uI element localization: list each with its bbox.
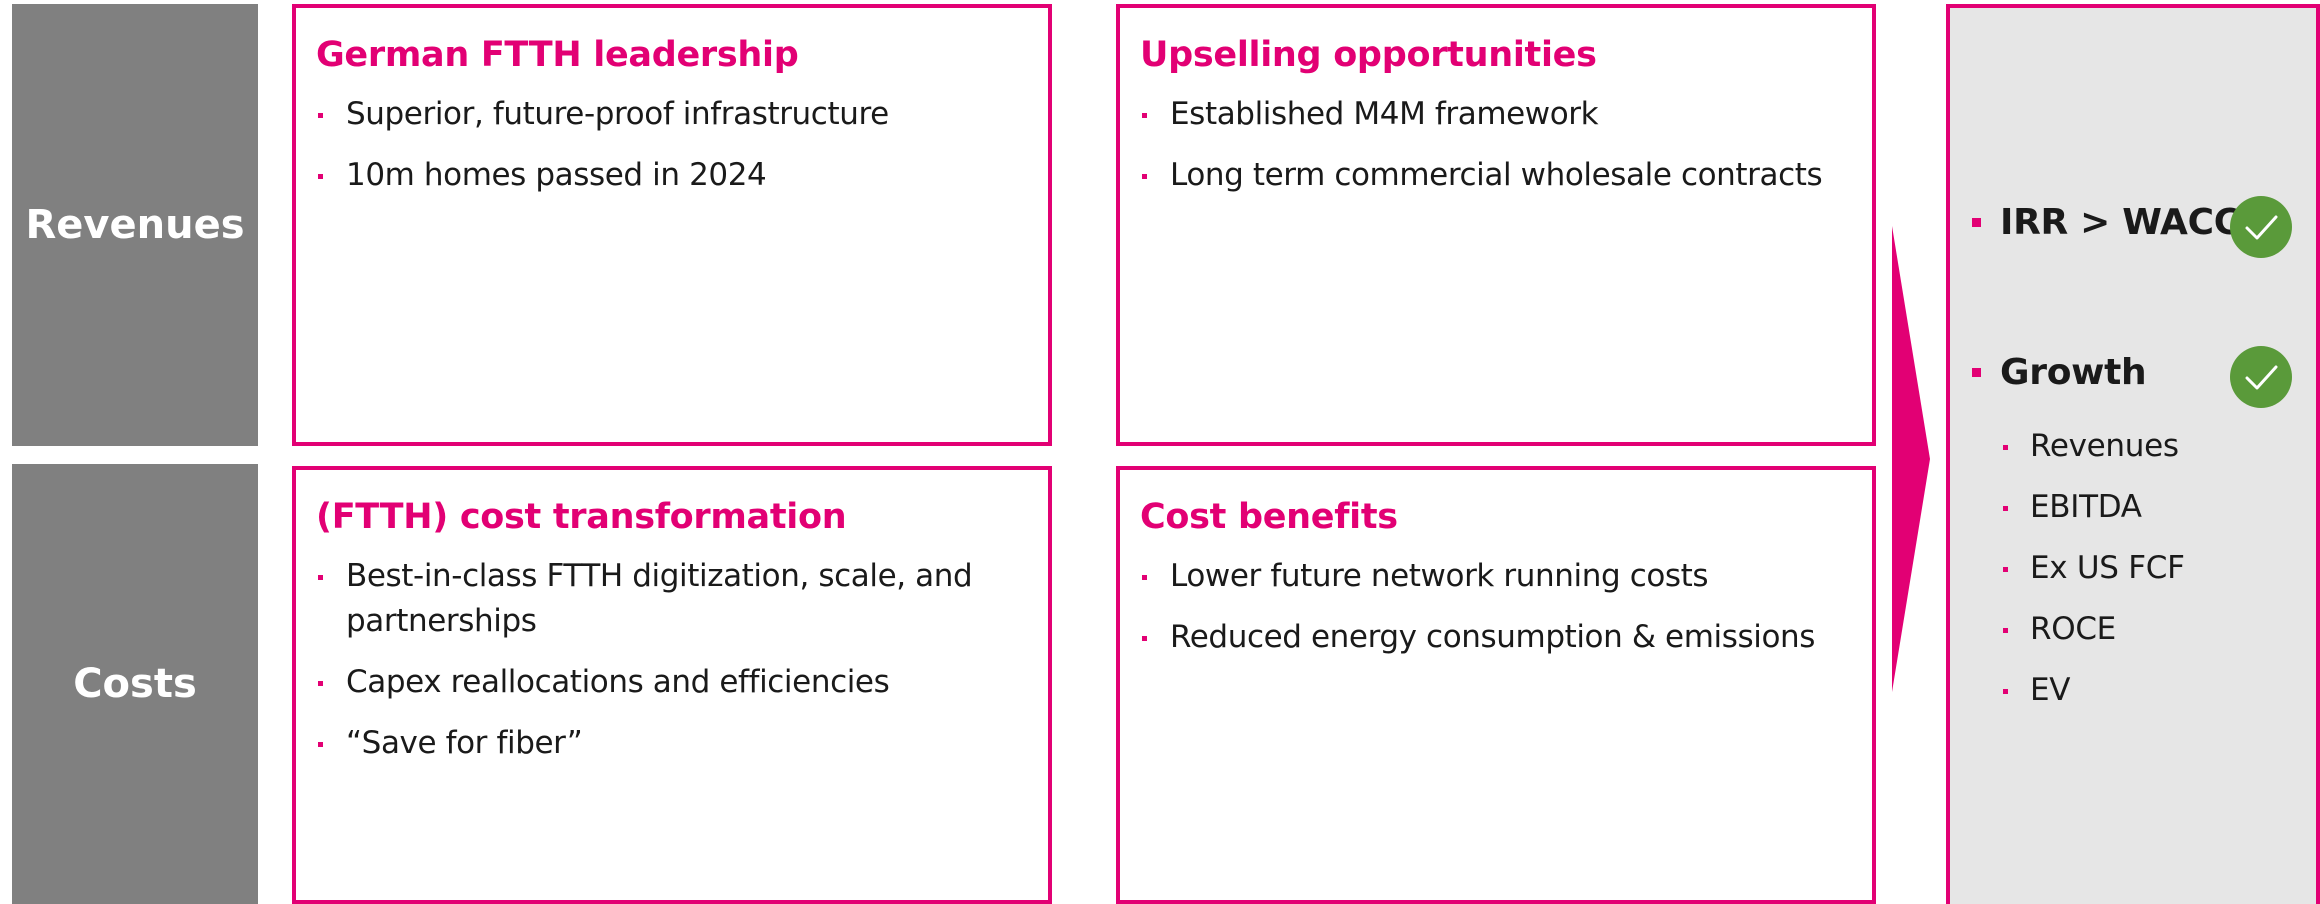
list-item: 10m homes passed in 2024 (316, 153, 1026, 198)
checkmark-icon (2230, 346, 2292, 408)
list-item: Lower future network running costs (1140, 554, 1850, 599)
list-item: Reduced energy consumption & emissions (1140, 615, 1850, 660)
box-title: Upselling opportunities (1140, 35, 1597, 75)
row-label-costs: Costs (12, 464, 258, 904)
bullet-list: Best-in-class FTTH digitization, scale, … (316, 554, 1026, 766)
result-irr: IRR > WACC (1972, 200, 2240, 246)
result-growth-label: Growth (2000, 352, 2147, 393)
box-cost-transformation: (FTTH) cost transformation Best-in-class… (292, 466, 1052, 904)
box-title: German FTTH leadership (316, 35, 799, 75)
bullet-list: Established M4M framework Long term comm… (1140, 92, 1850, 198)
list-item: ROCE (2000, 607, 2185, 652)
box-cost-benefits: Cost benefits Lower future network runni… (1116, 466, 1876, 904)
list-item: EBITDA (2000, 485, 2185, 530)
list-item: Best-in-class FTTH digitization, scale, … (316, 554, 1026, 644)
list-item: “Save for fiber” (316, 721, 1026, 766)
list-item: Long term commercial wholesale contracts (1140, 153, 1850, 198)
box-title: Cost benefits (1140, 497, 1398, 537)
growth-metrics-list: Revenues EBITDA Ex US FCF ROCE EV (2000, 424, 2185, 729)
list-item: EV (2000, 668, 2185, 713)
arrow-right-icon (1892, 226, 1930, 692)
result-growth: Growth (1972, 350, 2147, 396)
box-upselling-opportunities: Upselling opportunities Established M4M … (1116, 4, 1876, 446)
list-item: Capex reallocations and efficiencies (316, 660, 1026, 705)
bullet-list: Lower future network running costs Reduc… (1140, 554, 1850, 660)
list-item: Superior, future-proof infrastructure (316, 92, 1026, 137)
list-item: Ex US FCF (2000, 546, 2185, 591)
result-panel (1946, 4, 2320, 904)
result-irr-label: IRR > WACC (2000, 202, 2240, 243)
list-item: Established M4M framework (1140, 92, 1850, 137)
box-german-ftth-leadership: German FTTH leadership Superior, future-… (292, 4, 1052, 446)
row-label-revenues: Revenues (12, 4, 258, 446)
checkmark-icon (2230, 196, 2292, 258)
bullet-list: Superior, future-proof infrastructure 10… (316, 92, 1026, 198)
bullet-square (1972, 218, 1981, 227)
box-title: (FTTH) cost transformation (316, 497, 847, 537)
bullet-square (1972, 368, 1981, 377)
list-item: Revenues (2000, 424, 2185, 469)
